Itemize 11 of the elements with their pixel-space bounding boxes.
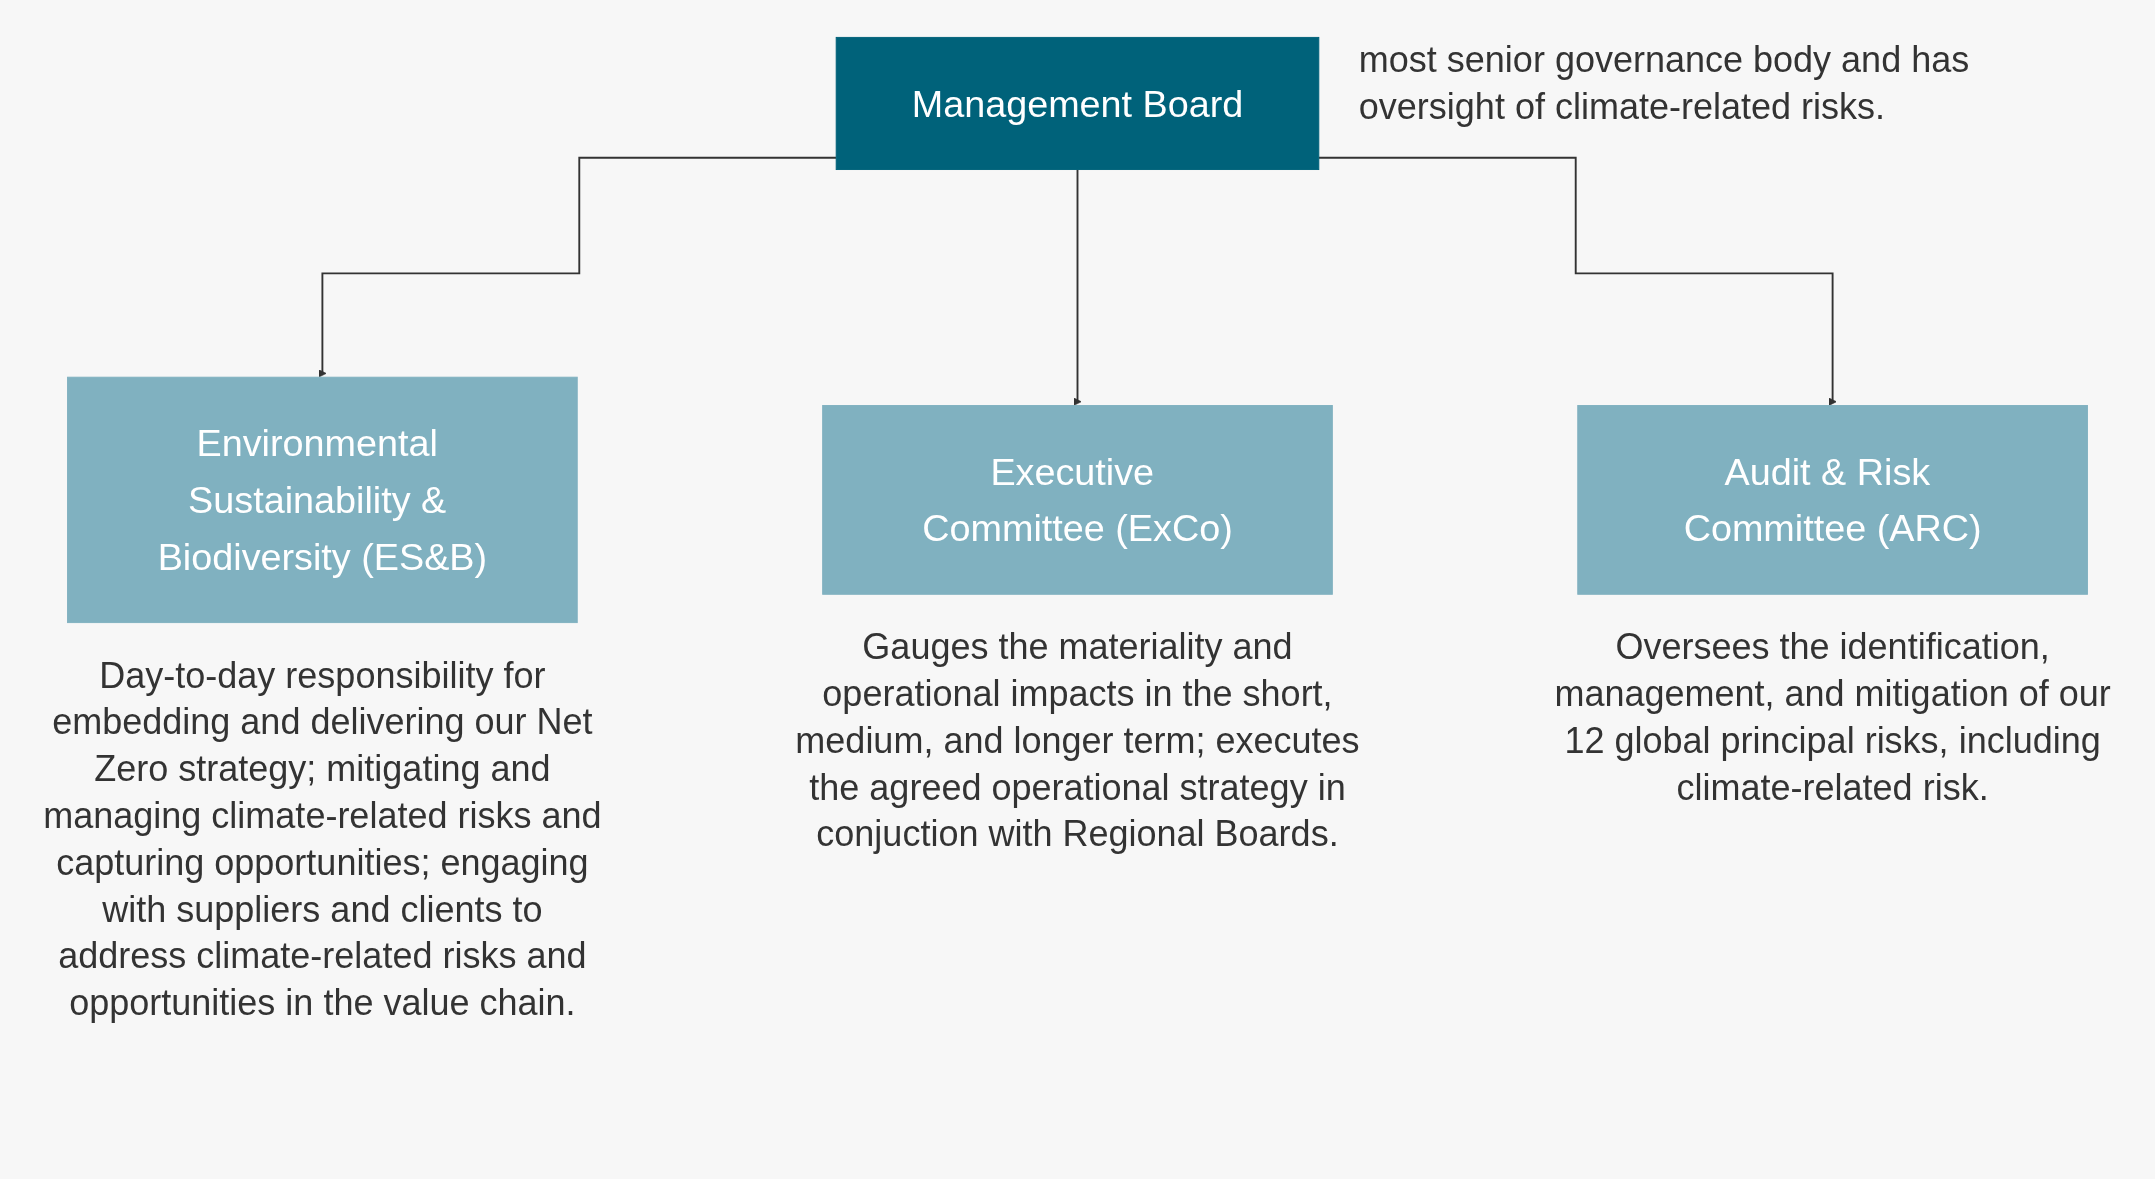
description-text: Oversees the identification, management, and mitigation of our 12 global principal risks, including climate-related risk. <box>1553 625 2112 810</box>
committee-box: Management Board <box>835 36 1320 170</box>
description-text: Gauges the materiality and operational impacts in the short, medium, and longer term; executes the agreed operational strategy in conjuction with Regional Boards. <box>794 625 1361 857</box>
description-text: most senior governance body and has oversight of climate-related risks. <box>1358 38 1971 130</box>
description-text: Day-to-day responsibility for embedding and delivering our Net Zero strategy; mitigating and managing climate-related risks and capturing opportunities; engaging with suppliers and clients to address climate-related risks and opportunities in the value chain. <box>42 653 603 1026</box>
arrow <box>1317 156 1837 406</box>
arrow <box>1073 168 1082 406</box>
committee-box: Audit & Risk Committee (ARC) <box>1577 405 2088 595</box>
arrow <box>318 156 838 378</box>
committee-box: Environmental Sustainability & Biodiversity (ES&B) <box>67 376 578 624</box>
committee-box: Executive Committee (ExCo) <box>822 405 1333 595</box>
